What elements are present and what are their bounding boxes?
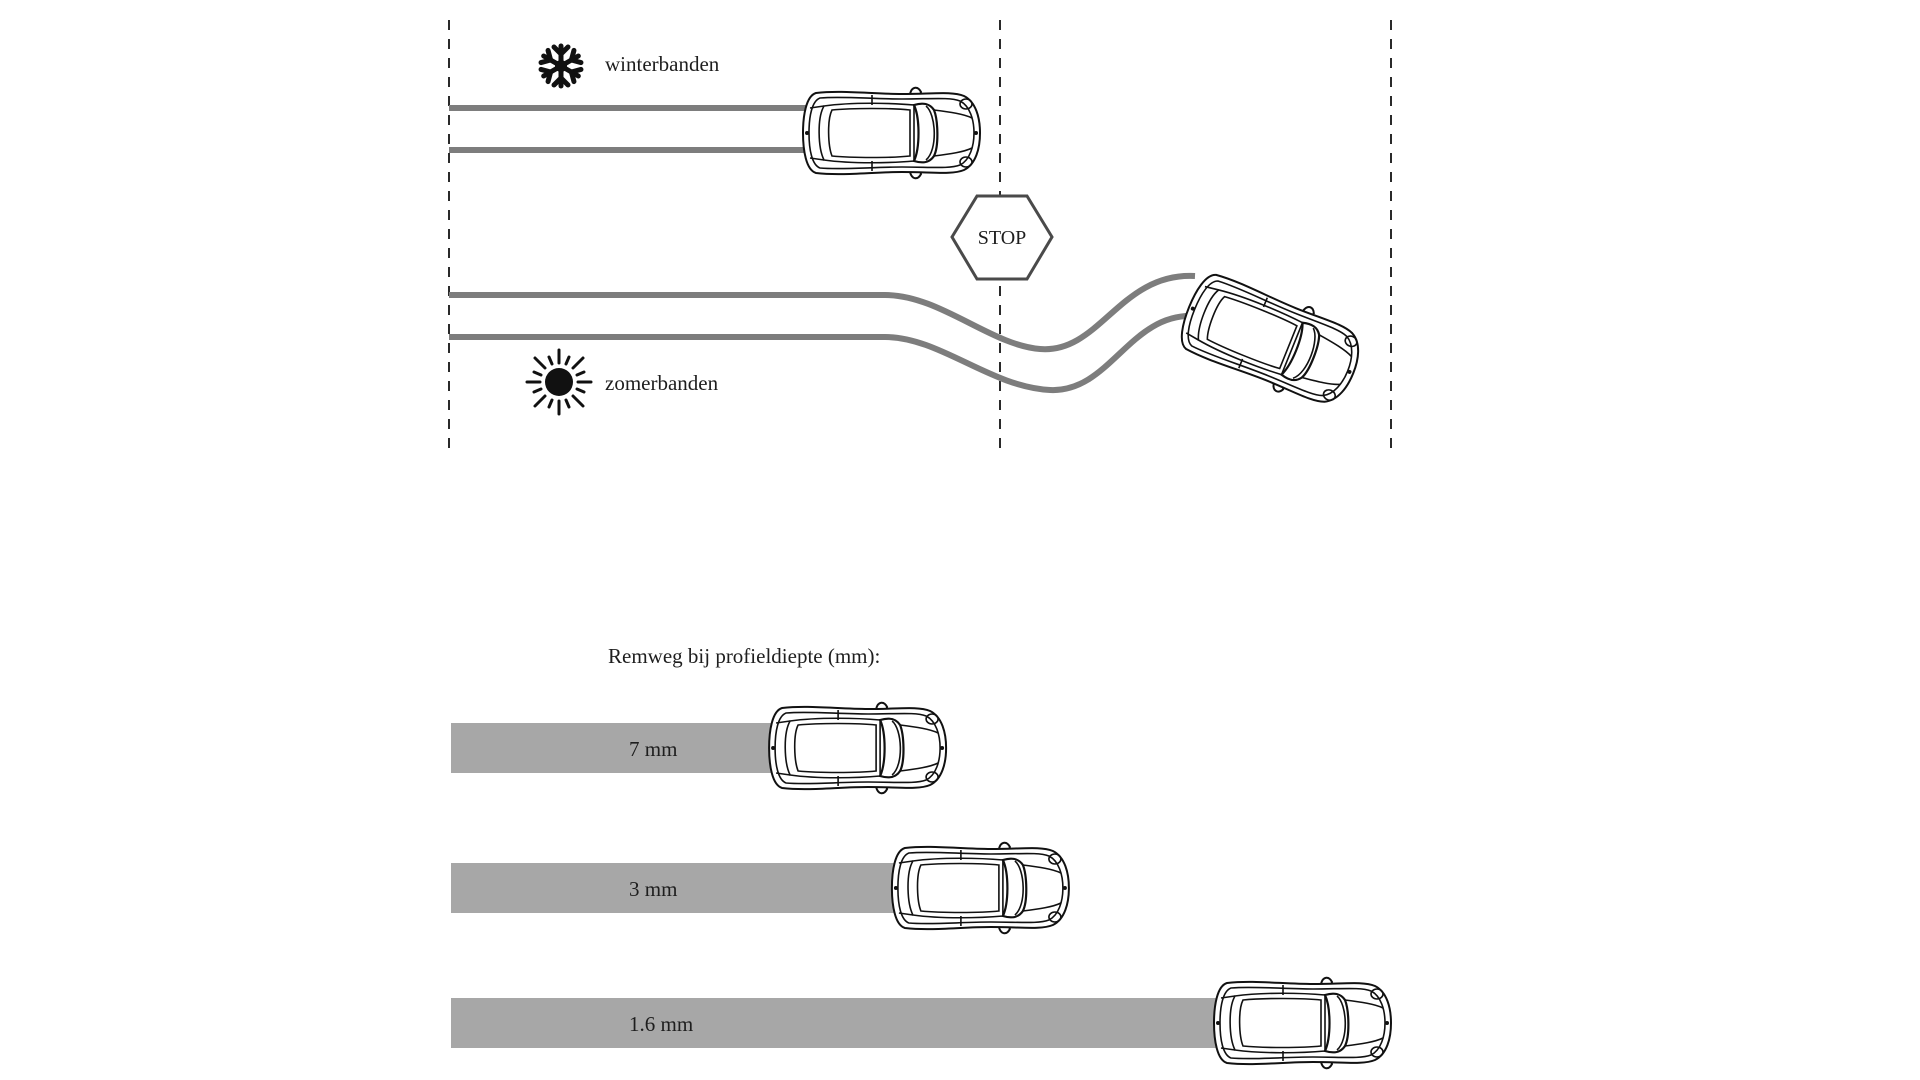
snowflake-icon xyxy=(540,43,582,86)
sun-icon xyxy=(525,348,593,416)
tread-car-3mm xyxy=(890,841,1071,935)
stop-sign-label: STOP xyxy=(978,227,1027,249)
tread-bar-1-6mm xyxy=(451,998,1218,1048)
tread-bar-group: 1.6 mm xyxy=(451,976,1393,1070)
tread-bar-group: 7 mm xyxy=(451,701,948,795)
tread-car-7mm xyxy=(767,701,948,795)
summer-tires-label: zomerbanden xyxy=(605,371,719,395)
tread-bar-3mm xyxy=(451,863,896,913)
tread-bar-7mm xyxy=(451,723,774,773)
winter-tires-label: winterbanden xyxy=(605,52,720,76)
tread-bar-label: 1.6 mm xyxy=(629,1012,693,1036)
stop-sign: STOP xyxy=(950,194,1054,281)
stopping-distance-heading: Remweg bij profieldiepte (mm): xyxy=(608,644,880,668)
tread-bar-label: 7 mm xyxy=(629,737,677,761)
summer-track-right xyxy=(449,312,1196,394)
summer-track-left xyxy=(449,272,1196,353)
winter-car xyxy=(801,86,982,180)
tread-bar-label: 3 mm xyxy=(629,877,677,901)
tread-car-1-6mm xyxy=(1212,976,1393,1070)
summer-car xyxy=(1171,264,1372,417)
tread-bar-group: 3 mm xyxy=(451,841,1071,935)
stopping-distance-bars: 7 mm 3 mm 1.6 mm xyxy=(451,701,1393,1070)
